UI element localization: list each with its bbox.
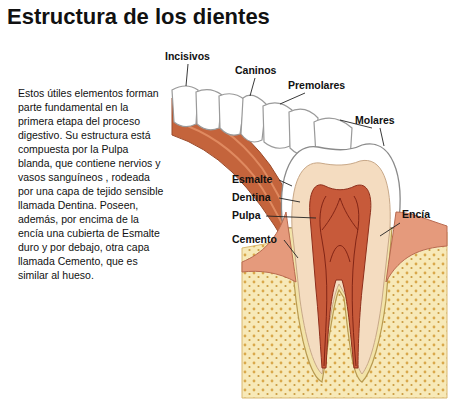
diagram-title: Estructura de los dientes: [7, 4, 270, 30]
part-label: Caninos: [235, 64, 276, 76]
part-label: Pulpa: [232, 209, 261, 221]
description-text: Estos útiles elementos forman parte fund…: [18, 86, 164, 282]
part-label: Premolares: [288, 79, 345, 91]
dentin: [292, 160, 390, 374]
part-label: Cemento: [232, 233, 277, 245]
part-label: Molares: [355, 114, 395, 126]
part-label: Incisivos: [165, 50, 210, 62]
nerves: [320, 196, 359, 366]
part-label: Esmalte: [232, 173, 272, 185]
part-label: Encía: [402, 208, 430, 220]
leader-lines: [186, 64, 400, 258]
gum: [386, 212, 447, 282]
pulp: [310, 185, 371, 368]
gum: [242, 212, 296, 282]
part-label: Dentina: [232, 191, 271, 203]
